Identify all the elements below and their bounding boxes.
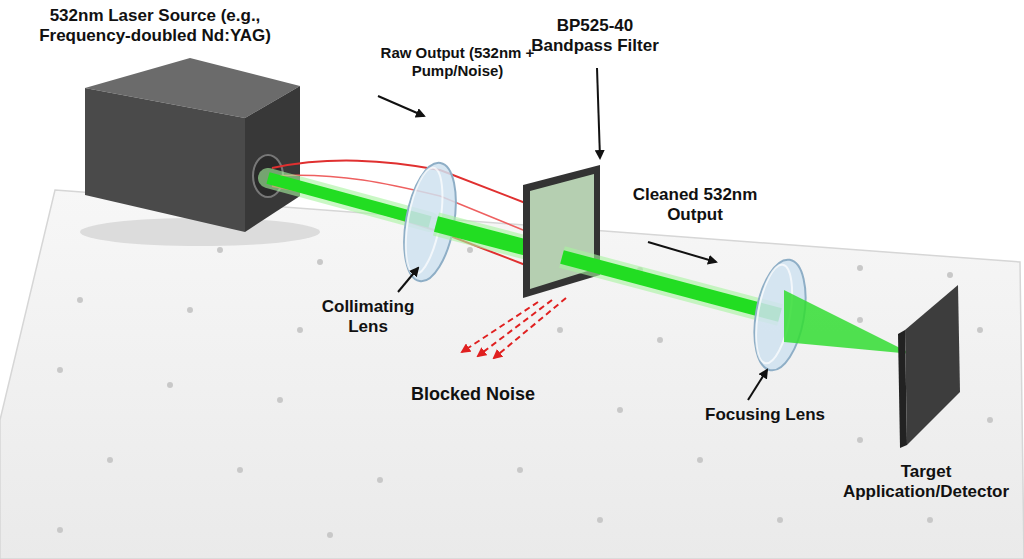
leader-arrow [398,268,418,292]
lens-label: Focusing Lens [705,405,825,425]
beam-glow [268,178,430,222]
target-label: Target Application/Detector [836,462,1016,503]
blocked-noise-arrow [462,302,538,352]
source-label: 532nm Laser Source (e.g., Frequency-doub… [5,6,305,47]
blocked-noise-arrow [478,300,552,356]
focused-beam [784,290,912,354]
optical-table [0,190,1024,559]
beam-glow [562,257,780,315]
blocked-noise-arrow [494,298,566,358]
filter-label: BP525-40 Bandpass Filter [520,16,670,57]
lens-label: Collimating Lens [308,297,428,338]
laser-front [85,88,245,232]
laser-end [245,86,300,232]
target-detector [905,285,960,445]
leader-arrow [648,242,716,262]
noise-label: Blocked Noise [398,384,548,406]
filter-frame [523,165,600,298]
laser-beam [562,257,780,315]
laser-beam [268,178,430,222]
leader-arrow [597,68,600,158]
callout-label: Cleaned 532nm Output [625,185,765,226]
leader-arrow [378,96,424,116]
leader-arrow [748,370,767,400]
laser-shadow [80,218,320,246]
callout-label: Raw Output (532nm + Pump/Noise) [375,44,540,80]
